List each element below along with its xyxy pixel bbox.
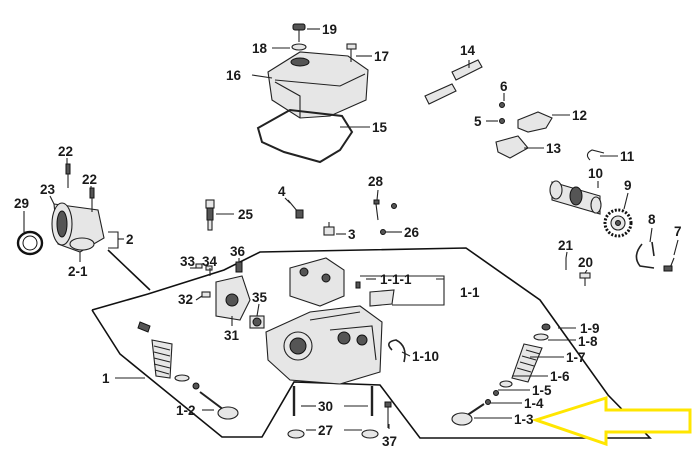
clip-1-10 — [388, 339, 406, 363]
label-37: 37 — [382, 434, 397, 449]
label-2: 2 — [126, 232, 134, 247]
label-29: 29 — [14, 196, 29, 211]
left-valve-assembly — [137, 321, 239, 420]
label-1-4: 1-4 — [524, 396, 544, 411]
label-22b: 22 — [82, 172, 97, 187]
clip-11 — [586, 149, 605, 161]
label-33: 33 — [180, 254, 196, 269]
label-14: 14 — [460, 43, 476, 58]
label-1-1-1: 1-1-1 — [380, 272, 412, 287]
head-bracket-1-1 — [289, 257, 345, 307]
label-25: 25 — [238, 207, 254, 222]
upper-frame-connector — [107, 249, 151, 291]
part-5 — [499, 118, 505, 124]
label-2-1: 2-1 — [68, 264, 88, 279]
label-1-8: 1-8 — [578, 334, 598, 349]
label-30: 30 — [318, 399, 333, 414]
dowel-26 — [380, 229, 386, 235]
label-22a: 22 — [58, 144, 73, 159]
label-15: 15 — [372, 120, 388, 135]
bolt-22b — [89, 187, 95, 199]
fitting-35 — [249, 315, 265, 329]
label-1-7: 1-7 — [566, 350, 586, 365]
label-31: 31 — [224, 328, 240, 343]
label-13: 13 — [546, 141, 562, 156]
intake-manifold — [51, 202, 105, 253]
washer-18 — [291, 43, 307, 51]
rocker-arm-13 — [495, 135, 529, 159]
highlight-arrow — [531, 395, 692, 447]
bolt-19 — [292, 23, 306, 31]
washers-27 — [287, 429, 379, 439]
camshaft — [549, 180, 602, 215]
label-6: 6 — [500, 79, 508, 94]
label-1-9: 1-9 — [580, 321, 600, 336]
label-10: 10 — [588, 166, 603, 181]
label-3: 3 — [348, 227, 356, 242]
label-21: 21 — [558, 238, 574, 253]
label-1: 1 — [102, 371, 110, 386]
valve-cover — [267, 51, 369, 119]
label-1-6: 1-6 — [550, 369, 570, 384]
hose-clamp — [16, 230, 44, 256]
right-valve-assembly — [451, 323, 551, 426]
label-26: 26 — [404, 225, 420, 240]
bolt-37 — [384, 401, 392, 428]
bolt-4 — [295, 209, 304, 219]
label-11: 11 — [620, 149, 635, 164]
label-9: 9 — [624, 178, 632, 193]
label-4: 4 — [278, 184, 286, 199]
part-6 — [499, 102, 505, 108]
label-1-1: 1-1 — [460, 285, 480, 300]
label-35: 35 — [252, 290, 268, 305]
bolt-17 — [346, 43, 357, 50]
label-36: 36 — [230, 244, 246, 259]
rocker-shafts — [424, 59, 483, 105]
label-34: 34 — [202, 254, 218, 269]
head-bolts-30 — [292, 386, 374, 416]
label-5: 5 — [474, 114, 482, 129]
label-16: 16 — [226, 68, 242, 83]
bolt-3 — [323, 226, 335, 236]
bolt-28 — [373, 199, 380, 205]
label-17: 17 — [374, 49, 389, 64]
spark-plug — [205, 199, 215, 231]
label-1-5: 1-5 — [532, 383, 552, 398]
sensor-36 — [235, 261, 243, 273]
label-23: 23 — [40, 182, 56, 197]
thermostat-housing — [215, 275, 251, 321]
label-20: 20 — [578, 255, 593, 270]
rocker-arm-12 — [517, 111, 553, 133]
label-28: 28 — [368, 174, 384, 189]
cover-gasket — [256, 108, 354, 164]
cylinder-head — [265, 305, 383, 385]
label-18: 18 — [252, 41, 268, 56]
bolt-7 — [663, 265, 673, 272]
bolt-22a — [65, 163, 71, 175]
label-7: 7 — [674, 224, 682, 239]
cam-sprocket — [603, 208, 633, 238]
label-1-3: 1-3 — [514, 412, 534, 427]
label-27: 27 — [318, 423, 333, 438]
bolt-20 — [579, 272, 591, 279]
part-labels: 19 18 17 16 15 14 6 5 12 13 11 10 9 8 7 … — [14, 22, 682, 449]
label-1-2: 1-2 — [176, 403, 196, 418]
label-8: 8 — [648, 212, 656, 227]
label-12: 12 — [572, 108, 587, 123]
label-19: 19 — [322, 22, 337, 37]
bracket-8 — [635, 241, 655, 269]
guide-1-1-1 — [369, 289, 395, 307]
label-1-10: 1-10 — [412, 349, 439, 364]
cover-plug — [290, 57, 310, 67]
label-32: 32 — [178, 292, 193, 307]
leader-lines — [23, 28, 679, 431]
